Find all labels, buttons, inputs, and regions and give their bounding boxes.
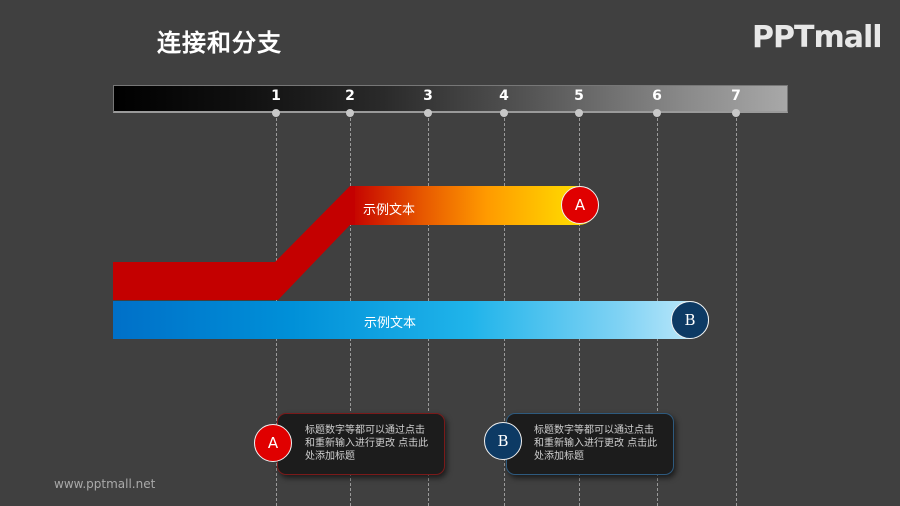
- note-card-a-badge: A: [254, 424, 292, 462]
- branch-a-band: [350, 186, 598, 225]
- note-card-b-text: 标题数字等都可以通过点击和重新输入进行更改 点击此处添加标题: [534, 425, 658, 462]
- tick-label-1: 1: [271, 88, 281, 104]
- branch-b-label: 示例文本: [364, 316, 417, 331]
- note-card-a-text: 标题数字等都可以通过点击和重新输入进行更改 点击此处添加标题: [305, 425, 429, 462]
- tick-dot-6: [653, 109, 661, 117]
- brand-logo: PPTmall: [752, 20, 883, 55]
- note-card-b-badge: B: [484, 422, 522, 460]
- tick-dot-7: [732, 109, 740, 117]
- tick-dot-3: [424, 109, 432, 117]
- timeline-bar: [113, 85, 788, 113]
- tick-label-6: 6: [652, 88, 662, 104]
- note-card-a: [277, 413, 445, 475]
- branch-a-badge: A: [561, 186, 599, 224]
- tick-dot-5: [575, 109, 583, 117]
- tick-label-2: 2: [345, 88, 355, 104]
- tick-label-5: 5: [574, 88, 584, 104]
- tick-label-4: 4: [499, 88, 509, 104]
- branch-a-label: 示例文本: [363, 203, 416, 218]
- tick-label-3: 3: [423, 88, 433, 104]
- tick-dot-4: [500, 109, 508, 117]
- page-title: 连接和分支: [157, 29, 282, 57]
- note-card-b: [506, 413, 674, 475]
- tick-label-7: 7: [731, 88, 741, 104]
- tick-dot-2: [346, 109, 354, 117]
- branch-b-badge: B: [671, 301, 709, 339]
- footer-url: www.pptmall.net: [54, 477, 156, 491]
- branch-b-band: [113, 301, 709, 339]
- gridline-7: [736, 113, 737, 506]
- tick-dot-1: [272, 109, 280, 117]
